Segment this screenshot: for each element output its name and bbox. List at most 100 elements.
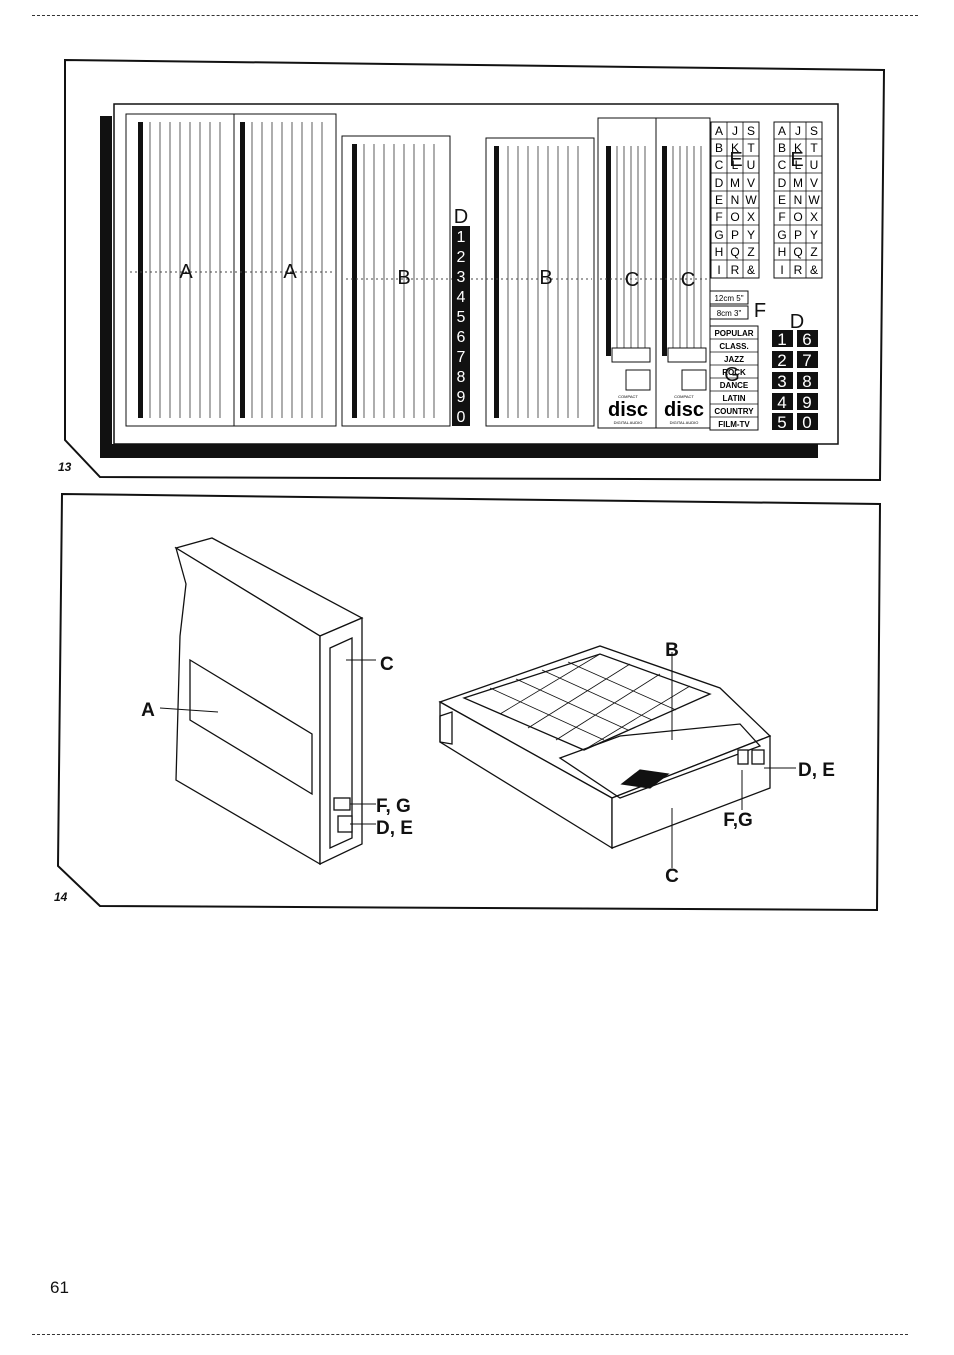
svg-text:0: 0 [457, 409, 466, 426]
svg-text:Y: Y [810, 228, 818, 242]
svg-text:W: W [808, 193, 820, 207]
svg-text:R: R [794, 263, 803, 277]
svg-text:X: X [747, 210, 755, 224]
svg-text:4: 4 [777, 393, 786, 412]
svg-text:N: N [794, 193, 803, 207]
svg-text:W: W [745, 193, 757, 207]
svg-text:DIGITAL AUDIO: DIGITAL AUDIO [614, 420, 643, 425]
label-c-2: C [681, 269, 695, 291]
label-e-2: E [790, 149, 803, 171]
svg-text:disc: disc [664, 399, 704, 421]
label-c-1: C [625, 269, 639, 291]
svg-text:COMPACT: COMPACT [618, 394, 638, 399]
svg-text:I: I [717, 263, 720, 277]
svg-text:3: 3 [777, 372, 786, 391]
label-de-right: D, E [798, 760, 835, 781]
svg-text:S: S [747, 124, 755, 138]
svg-text:A: A [778, 124, 786, 138]
svg-text:Z: Z [810, 245, 817, 259]
svg-text:Y: Y [747, 228, 755, 242]
label-b-1: B [397, 267, 410, 289]
svg-text:6: 6 [457, 329, 466, 346]
slot-b-right [485, 137, 595, 427]
figure-number-13: 13 [58, 460, 72, 474]
label-c-bottom: C [665, 866, 679, 887]
svg-text:H: H [778, 245, 787, 259]
digit-strip: 1 2 3 4 5 6 7 8 9 0 [452, 226, 470, 426]
label-g: G [724, 364, 740, 386]
svg-text:8: 8 [802, 372, 811, 391]
svg-text:K: K [794, 141, 802, 155]
svg-text:Q: Q [730, 245, 739, 259]
svg-text:L: L [795, 158, 802, 172]
top-rule [32, 15, 918, 16]
svg-text:E: E [715, 193, 723, 207]
svg-text:G: G [714, 228, 723, 242]
svg-text:X: X [810, 210, 818, 224]
svg-text:ROCK: ROCK [722, 368, 746, 377]
svg-text:T: T [810, 141, 818, 155]
genre-list: POPULAR CLASS. JAZZ ROCK DANCE LATIN COU… [709, 325, 759, 431]
svg-text:CLASS.: CLASS. [719, 342, 748, 351]
svg-text:Z: Z [747, 245, 754, 259]
svg-text:C: C [778, 158, 787, 172]
svg-text:5: 5 [457, 309, 466, 326]
cassette-upright [174, 537, 364, 866]
label-e-1: E [729, 149, 742, 171]
svg-text:4: 4 [457, 289, 466, 306]
svg-text:&: & [747, 263, 755, 277]
figure-13: 1 2 3 4 5 6 7 8 9 0 COMPACT disc DIGITAL… [64, 58, 886, 482]
label-a: A [141, 700, 155, 721]
svg-text:E: E [778, 193, 786, 207]
svg-text:8cm 3": 8cm 3" [717, 309, 742, 318]
svg-text:M: M [730, 176, 740, 190]
svg-text:F: F [778, 210, 785, 224]
svg-text:LATIN: LATIN [723, 394, 746, 403]
label-f: F [754, 300, 766, 322]
slot-c-right: COMPACT disc DIGITAL AUDIO [655, 117, 711, 429]
svg-text:6: 6 [802, 330, 811, 349]
figure-number-14: 14 [54, 890, 68, 904]
svg-text:U: U [810, 158, 819, 172]
svg-text:C: C [715, 158, 724, 172]
label-c-left: C [380, 654, 394, 675]
svg-text:A: A [715, 124, 723, 138]
svg-text:FILM-TV: FILM-TV [718, 420, 750, 429]
label-d-top: D [454, 206, 468, 228]
svg-text:T: T [747, 141, 755, 155]
svg-text:disc: disc [608, 399, 648, 421]
slot-a-right [233, 113, 337, 427]
svg-text:&: & [810, 263, 818, 277]
svg-text:COUNTRY: COUNTRY [714, 407, 754, 416]
svg-text:COMPACT: COMPACT [674, 394, 694, 399]
svg-text:7: 7 [457, 349, 466, 366]
svg-text:O: O [730, 210, 739, 224]
label-de-left: D, E [376, 818, 413, 839]
slot-b-left [341, 135, 451, 427]
svg-text:5: 5 [777, 413, 786, 432]
svg-text:U: U [747, 158, 756, 172]
label-b: B [665, 640, 679, 661]
svg-text:R: R [731, 263, 740, 277]
svg-text:L: L [732, 158, 739, 172]
figure-14: A C F, G D, E B D, E F,G C [56, 492, 882, 912]
svg-text:D: D [715, 176, 724, 190]
svg-text:K: K [731, 141, 739, 155]
page-number: 61 [50, 1278, 69, 1297]
label-a-2: A [283, 261, 297, 283]
svg-text:9: 9 [457, 389, 466, 406]
svg-text:V: V [747, 176, 755, 190]
svg-text:F: F [715, 210, 722, 224]
svg-text:POPULAR: POPULAR [714, 329, 753, 338]
svg-text:DANCE: DANCE [720, 381, 749, 390]
disc-size-labels: 12cm 5" 8cm 3" [709, 290, 749, 320]
bottom-rule [32, 1334, 908, 1335]
svg-text:I: I [780, 263, 783, 277]
svg-text:1: 1 [777, 330, 786, 349]
cassette-tray [438, 645, 772, 850]
svg-text:1: 1 [457, 229, 466, 246]
svg-text:S: S [810, 124, 818, 138]
